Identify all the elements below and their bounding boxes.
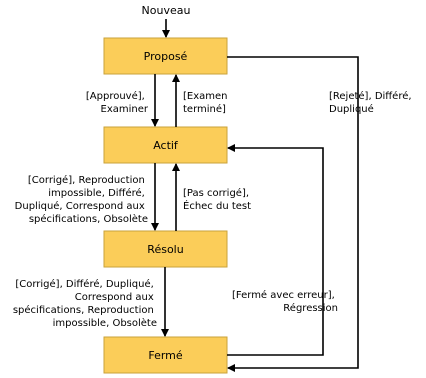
state-propose: Proposé (103, 37, 228, 75)
label-propose-to-ferme: [Rejeté], Différé, Dupliqué (329, 90, 415, 115)
label-actif-to-propose: [Examen terminé] (183, 91, 231, 115)
state-resolu: Résolu (103, 230, 228, 268)
state-ferme-label: Fermé (148, 349, 183, 362)
edge-propose-to-ferme (227, 56, 359, 372)
edge-ferme-to-actif (227, 144, 324, 356)
entry-label: Nouveau (142, 4, 191, 17)
label-resolu-to-actif: [Pas corrigé], Échec du test (183, 187, 252, 212)
state-propose-label: Proposé (144, 50, 188, 63)
state-resolu-label: Résolu (147, 243, 183, 256)
label-resolu-to-ferme: [Corrigé], Différé, Dupliqué, Correspond… (13, 278, 157, 329)
state-actif-label: Actif (153, 139, 179, 152)
state-ferme: Fermé (103, 336, 228, 374)
label-ferme-to-actif: [Fermé avec erreur], Régression (232, 289, 338, 314)
state-actif: Actif (103, 126, 228, 164)
label-actif-to-resolu: [Corrigé], Reproduction impossible, Diff… (15, 174, 148, 225)
label-propose-to-actif: [Approuvé], Examiner (86, 90, 149, 115)
